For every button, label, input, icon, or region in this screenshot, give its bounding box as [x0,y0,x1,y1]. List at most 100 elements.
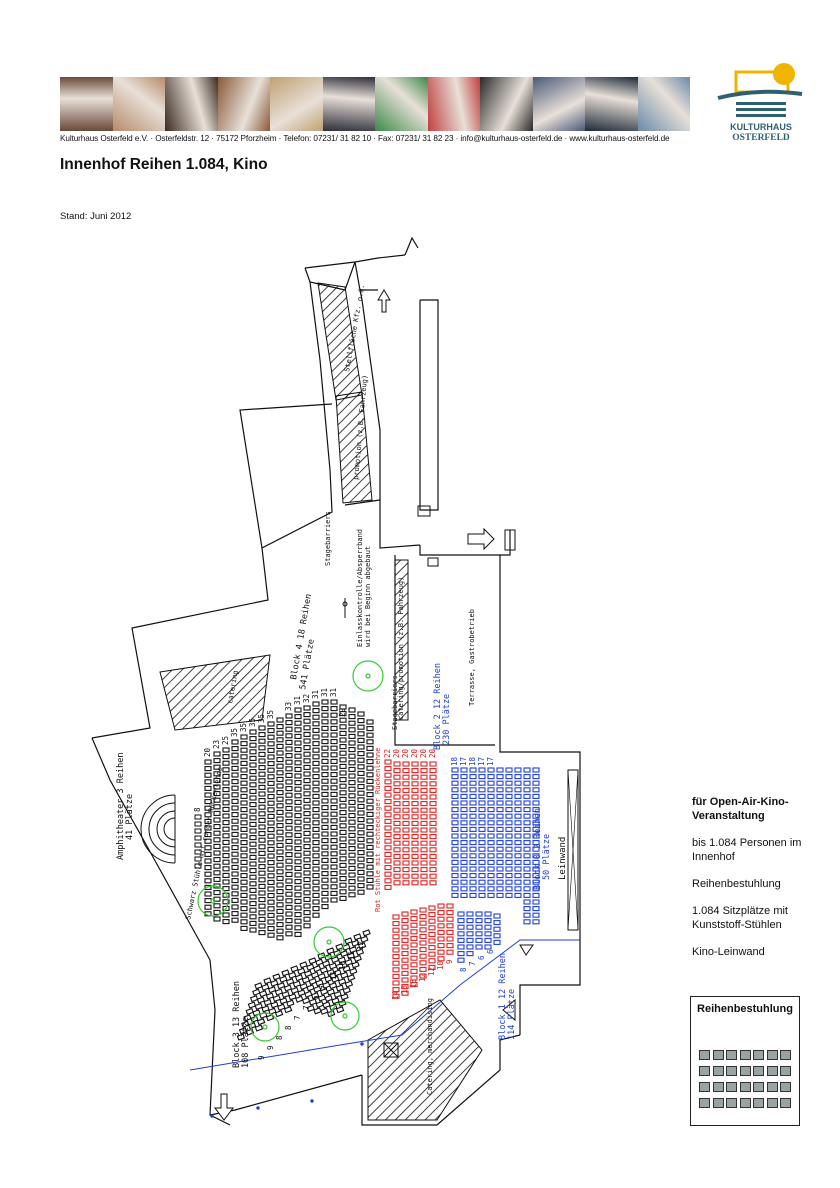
seat [312,899,320,905]
seat [475,931,483,937]
legend-seat [766,1066,778,1076]
seat [428,918,436,924]
seat [303,705,311,711]
seat [366,798,374,804]
seat [249,742,257,748]
seat [285,805,293,811]
seat [231,798,239,804]
seat [303,804,311,810]
seat [469,833,477,839]
seat [240,846,248,852]
seat [420,820,428,826]
seat [348,799,356,805]
seat [283,1006,293,1014]
seat [258,811,266,817]
seat [258,725,266,731]
seat [428,925,436,931]
info-seats: 1.084 Sitzplätze mit Kunststoff-Stühlen [692,905,788,931]
legend-seat [699,1066,710,1076]
seat [335,984,345,992]
seat [457,931,465,937]
seat [285,772,293,778]
seat [319,966,329,974]
seat [357,744,365,750]
seat [204,904,212,910]
seat [457,951,465,957]
seat [348,813,356,819]
seat [478,774,486,780]
row-number: 7 [320,985,329,990]
seat [281,969,290,977]
seat [285,978,295,986]
seat [532,866,540,872]
seat [451,813,459,819]
seat [401,957,409,963]
seat [402,801,410,807]
seat [366,818,374,824]
row-number: 12 [427,967,436,976]
seat [312,701,320,707]
seat [321,890,329,896]
seat [247,1001,257,1009]
seat [204,845,212,851]
seat [357,764,365,770]
row-number: 6 [477,955,486,960]
seat [270,979,279,987]
seat [330,897,338,903]
seat [419,960,427,966]
seat [460,787,468,793]
row-number: 17 [459,757,468,766]
row-number: 29 [338,708,347,717]
seat [344,980,354,988]
seat [330,765,338,771]
seat [384,799,392,805]
seat [294,898,302,904]
seat [393,787,401,793]
seat [258,903,266,909]
seat [330,699,338,705]
seat [249,808,257,814]
seat [294,819,302,825]
legend-seat [780,1082,791,1092]
seat [254,982,263,990]
seat [312,754,320,760]
seat [514,873,522,879]
seat [505,853,513,859]
seat [402,814,410,820]
seat [303,725,311,731]
seat [330,864,338,870]
seat [330,785,338,791]
seat [402,880,410,886]
seat [303,751,311,757]
seat [267,774,275,780]
seat [532,846,540,852]
seat [460,879,468,885]
seat [523,873,531,879]
seat [276,803,284,809]
seat [411,820,419,826]
seat [326,968,335,977]
seat [496,866,504,872]
seat [523,912,531,918]
seat [213,863,221,869]
seat [276,790,284,796]
seat [258,837,266,843]
seat [258,877,266,883]
block3-count: 108 Plätze [241,1017,251,1068]
seat [469,813,477,819]
seat [231,891,239,897]
seat [428,905,436,911]
seat [249,914,257,920]
seat [258,910,266,916]
seat [429,781,437,787]
seat [249,927,257,933]
seat [279,997,288,1005]
seat [496,780,504,786]
seat [285,852,293,858]
seat [487,879,495,885]
seat [267,728,275,734]
seat [451,826,459,832]
seat [303,791,311,797]
seat [303,830,311,836]
